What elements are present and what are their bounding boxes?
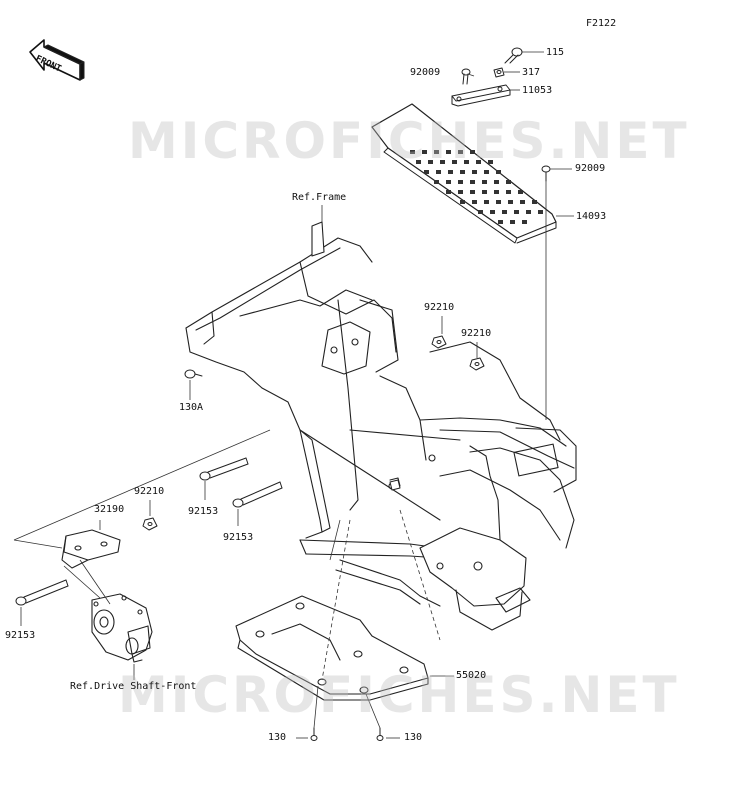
- step-plate-14093: [371, 103, 557, 244]
- ref-drive-shaft-label: Ref.Drive Shaft-Front: [70, 681, 197, 692]
- front-arrow-icon: [29, 39, 85, 81]
- bolt-115-icon: [504, 47, 523, 64]
- bolt-92009-top-icon: [461, 68, 471, 85]
- callout-32190: 32190: [94, 504, 125, 515]
- front-gear-case: [91, 593, 153, 663]
- nut-92210-a-icon: [431, 335, 447, 349]
- bracket-32190: [61, 529, 121, 569]
- nut-92210-c-icon: [142, 517, 158, 531]
- callout-92210-a: 92210: [424, 302, 455, 313]
- callout-130A: 130A: [179, 402, 204, 413]
- clip-icon: [389, 479, 401, 491]
- main-frame: [185, 221, 577, 631]
- leader-lines: [13, 51, 574, 739]
- callout-130-right: 130: [404, 732, 423, 743]
- callout-130-left: 130: [268, 732, 287, 743]
- callout-14093: 14093: [576, 211, 607, 222]
- skid-plate-55020: [235, 595, 429, 701]
- nut-92210-b-icon: [469, 357, 485, 371]
- callout-92009-right: 92009: [575, 163, 606, 174]
- callout-92210-b: 92210: [461, 328, 492, 339]
- bracket-11053: [451, 84, 511, 107]
- watermark-bottom: MICROFICHES.NET: [118, 666, 680, 724]
- bolt-130-right-icon: [376, 727, 384, 741]
- bolt-130A-icon: [184, 369, 203, 379]
- watermark-top: MICROFICHES.NET: [128, 112, 690, 170]
- bolt-130-left-icon: [310, 727, 318, 741]
- bolt-92153-b-icon: [232, 481, 283, 508]
- callout-317: 317: [522, 67, 541, 78]
- callout-115: 115: [546, 47, 565, 58]
- callout-55020: 55020: [456, 670, 487, 681]
- callout-92153-b: 92153: [223, 532, 254, 543]
- callout-92009-top: 92009: [410, 67, 441, 78]
- callout-92153-c: 92153: [5, 630, 36, 641]
- figure-code: F2122: [586, 18, 617, 29]
- bolt-92153-c-icon: [15, 579, 69, 606]
- callout-92210-c: 92210: [134, 486, 165, 497]
- callout-11053: 11053: [522, 85, 553, 96]
- ref-frame-label: Ref.Frame: [292, 192, 347, 203]
- callout-92153-a: 92153: [188, 506, 219, 517]
- nut-317-icon: [493, 67, 505, 78]
- bolt-92153-a-icon: [199, 457, 249, 481]
